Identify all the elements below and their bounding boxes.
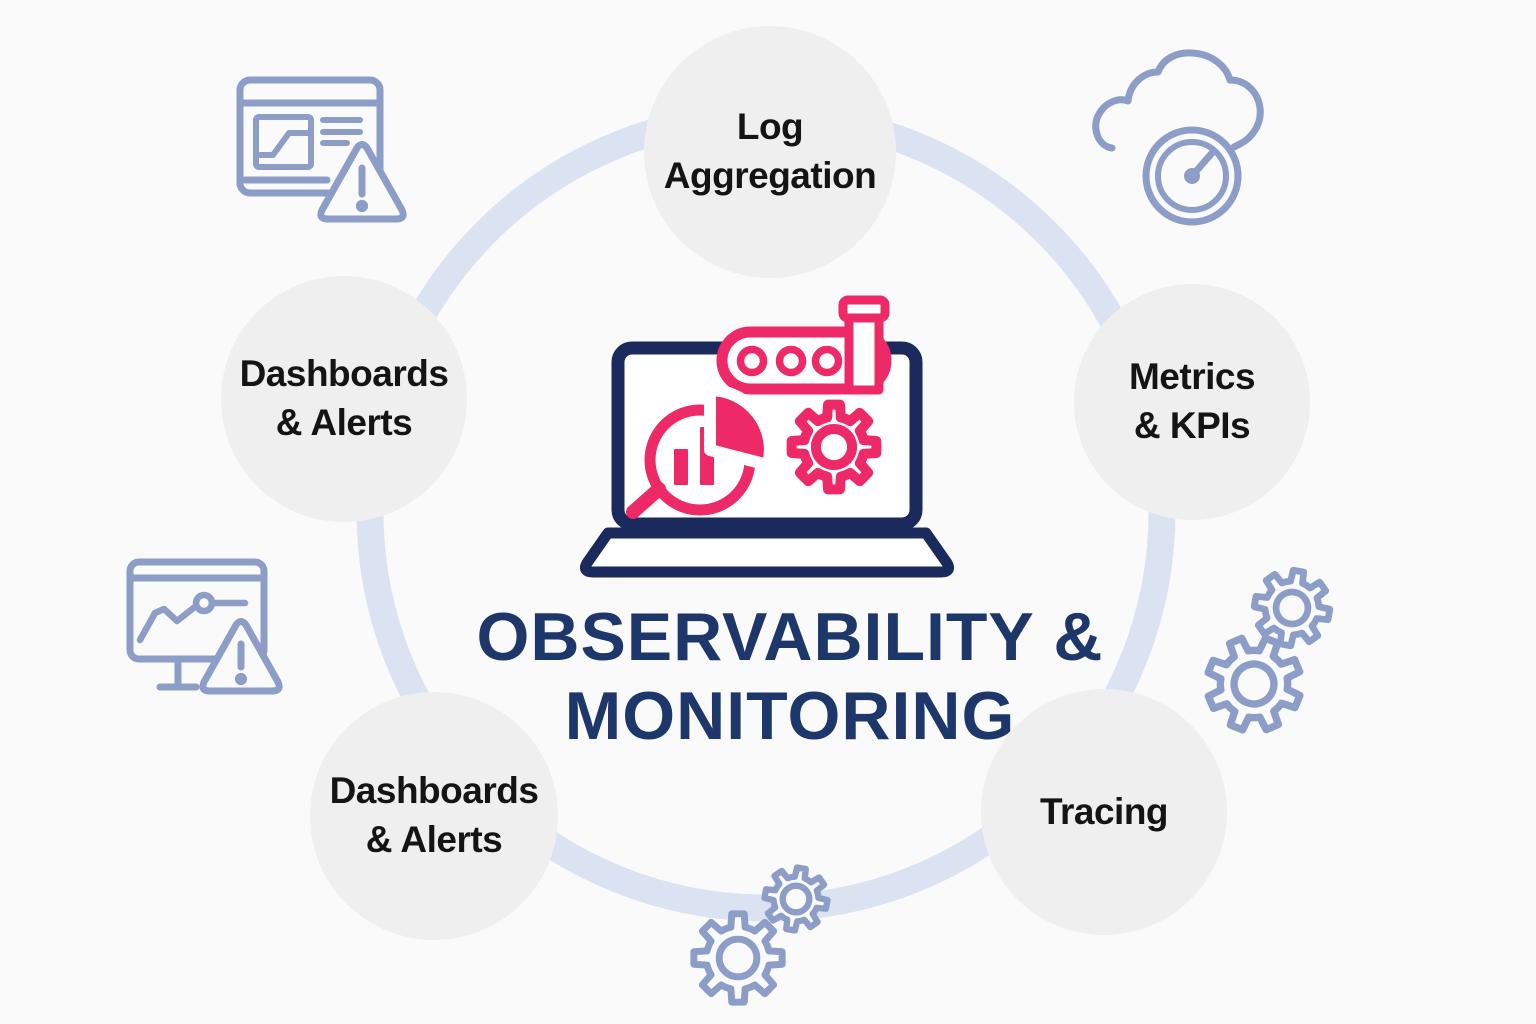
- dashboard-alert-icon: [236, 76, 407, 223]
- node-label: & KPIs: [1133, 405, 1251, 446]
- node-label: & Alerts: [275, 402, 413, 443]
- cloud-gauge-icon: [1092, 49, 1264, 226]
- node-label: Log: [736, 106, 804, 148]
- node-log-aggregation: Log Aggregation: [644, 26, 896, 278]
- magnifier-chart-icon: [626, 384, 776, 519]
- gears-icon-right: [1193, 565, 1335, 745]
- title-line-1: OBSERVABILITY &: [476, 599, 1104, 675]
- node-label: Tracing: [1039, 790, 1169, 832]
- node-dashboards-alerts-left: Dashboards & Alerts: [221, 276, 467, 522]
- laptop-base: [580, 527, 954, 578]
- pie-wedge: [704, 384, 776, 471]
- title-line-2: MONITORING: [564, 677, 1016, 754]
- log-pipeline-icon: [716, 295, 892, 395]
- monitor-alert-icon: [126, 558, 283, 695]
- node-label: Dashboards: [239, 353, 449, 395]
- gears-icon-bottom: [694, 863, 832, 1002]
- node-label: Metrics: [1128, 356, 1256, 398]
- page-title: OBSERVABILITY & MONITORING: [420, 598, 1160, 756]
- node-label: Dashboards: [329, 770, 539, 812]
- node-label: & Alerts: [365, 819, 503, 860]
- gear-icon-center: [792, 405, 877, 490]
- laptop-analytics-icon: [580, 295, 954, 578]
- node-dashboards-alerts-bottom: Dashboards & Alerts: [310, 692, 558, 940]
- node-metrics-kpis: Metrics & KPIs: [1074, 284, 1310, 520]
- node-tracing: Tracing: [981, 689, 1227, 935]
- node-label: Aggregation: [663, 155, 877, 196]
